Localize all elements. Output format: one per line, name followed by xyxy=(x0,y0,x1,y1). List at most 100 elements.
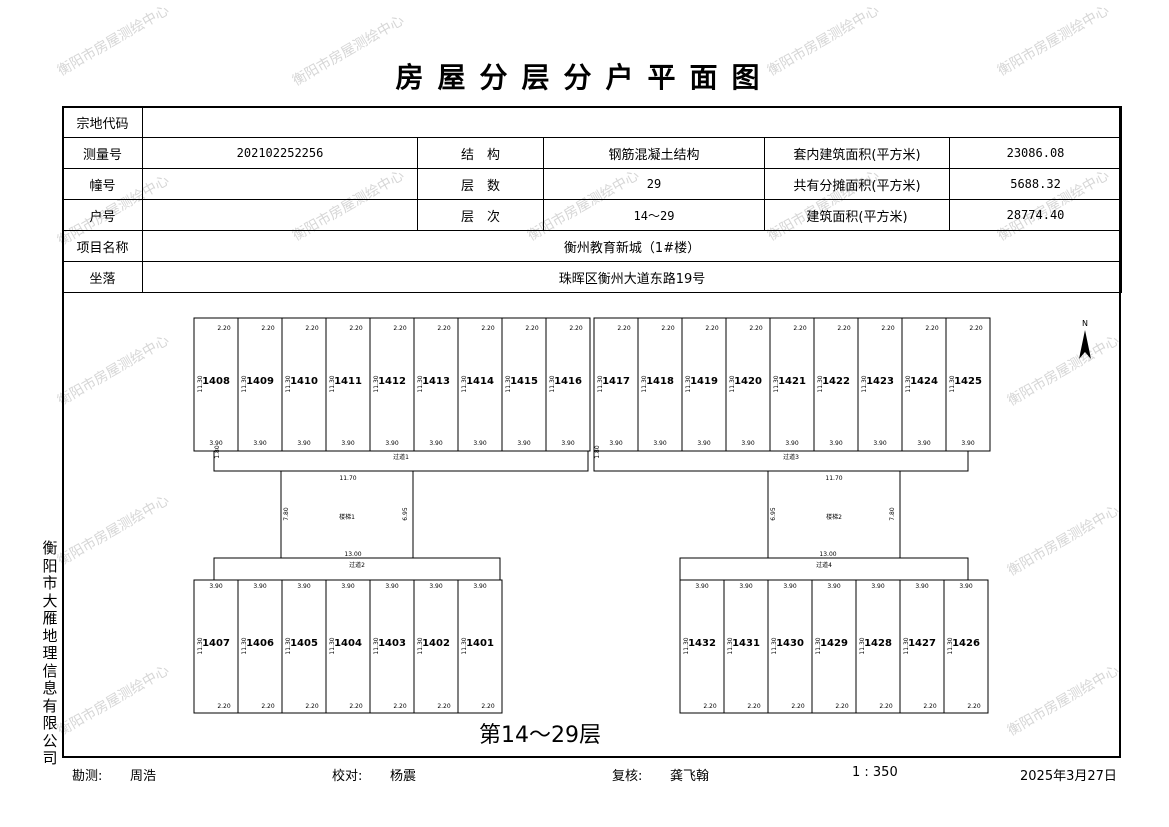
survey-no-value: 202102252256 xyxy=(142,137,418,169)
dim-label: 2.20 xyxy=(703,703,717,710)
dim-label: 2.20 xyxy=(437,325,451,332)
unit-label: 1423 xyxy=(866,376,894,387)
unit-label: 1432 xyxy=(688,638,716,649)
surveyor-name: 周浩 xyxy=(130,769,157,784)
dim-label: 3.90 xyxy=(917,440,931,447)
dim-label: 2.20 xyxy=(661,325,675,332)
dim-label: 2.20 xyxy=(525,325,539,332)
unit-label: 1412 xyxy=(378,376,406,387)
dim-label: 11.30 xyxy=(947,637,954,654)
dim-label: 3.90 xyxy=(653,440,667,447)
dim-label: 3.90 xyxy=(473,440,487,447)
unit-label: 1422 xyxy=(822,376,850,387)
dim-label: 3.90 xyxy=(961,440,975,447)
dim-label: 7.80 xyxy=(889,507,896,521)
dim-label: 3.90 xyxy=(827,583,841,590)
total-area-label: 建筑面积(平方米) xyxy=(764,199,950,231)
dim-label: 11.30 xyxy=(683,637,690,654)
dim-label: 3.90 xyxy=(429,440,443,447)
dim-label: 3.90 xyxy=(739,583,753,590)
corridor-label: 过道3 xyxy=(783,453,799,461)
unit-label: 1424 xyxy=(910,376,938,387)
location-value: 珠晖区衡州大道东路19号 xyxy=(141,261,1123,293)
dim-label: 2.20 xyxy=(747,703,761,710)
checker-label: 校对: xyxy=(332,769,363,784)
dim-label: 3.90 xyxy=(297,583,311,590)
dim-label: 11.30 xyxy=(641,375,648,392)
unit-label: 1428 xyxy=(864,638,892,649)
dim-label: 2.20 xyxy=(925,325,939,332)
dim-label: 3.90 xyxy=(873,440,887,447)
dim-label: 2.20 xyxy=(393,325,407,332)
dim-label: 2.20 xyxy=(793,325,807,332)
dim-label: 3.90 xyxy=(741,440,755,447)
dim-label: 3.90 xyxy=(253,583,267,590)
unit-outline xyxy=(943,579,989,714)
dim-label: 3.90 xyxy=(915,583,929,590)
dim-label: 2.20 xyxy=(217,325,231,332)
dim-label: 2.20 xyxy=(881,325,895,332)
corridor-label: 过道2 xyxy=(349,561,365,569)
dim-label: 7.80 xyxy=(283,507,290,521)
unit-label: 1407 xyxy=(202,638,230,649)
unit-label: 1403 xyxy=(378,638,406,649)
inner-area-label: 套内建筑面积(平方米) xyxy=(764,137,950,169)
dim-label: 3.90 xyxy=(341,583,355,590)
dim-label: 3.90 xyxy=(297,440,311,447)
dim-label: 2.20 xyxy=(481,703,495,710)
unit-label: 1429 xyxy=(820,638,848,649)
dim-label: 11.30 xyxy=(461,375,468,392)
surveyor-label: 勘测: xyxy=(72,769,103,784)
dim-label: 2.20 xyxy=(437,703,451,710)
corridor-label: 过道4 xyxy=(816,561,832,569)
dim-label: 3.90 xyxy=(783,583,797,590)
dim-label: 11.30 xyxy=(285,637,292,654)
unit-label: 1419 xyxy=(690,376,718,387)
floors-value: 29 xyxy=(543,168,765,200)
dim-label: 2.20 xyxy=(967,703,981,710)
unit-no-label: 户号 xyxy=(62,199,143,231)
dim-label: 2.20 xyxy=(393,703,407,710)
dim-label: 11.30 xyxy=(461,637,468,654)
dim-label: 11.30 xyxy=(771,637,778,654)
document-frame xyxy=(62,106,1121,758)
dim-label: 11.30 xyxy=(903,637,910,654)
unit-label: 1418 xyxy=(646,376,674,387)
dim-label: 2.20 xyxy=(837,325,851,332)
unit-label: 1430 xyxy=(776,638,804,649)
dim-label: 11.30 xyxy=(861,375,868,392)
dim-label: 3.90 xyxy=(697,440,711,447)
dim-label: 6.95 xyxy=(770,507,777,521)
dim-label: 2.20 xyxy=(617,325,631,332)
dim-label: 11.30 xyxy=(329,375,336,392)
dim-label: 3.90 xyxy=(341,440,355,447)
building-no-value xyxy=(142,168,418,200)
shared-area-label: 共有分摊面积(平方米) xyxy=(764,168,950,200)
dim-label: 11.30 xyxy=(815,637,822,654)
unit-label: 1421 xyxy=(778,376,806,387)
dim-label: 11.30 xyxy=(241,375,248,392)
floor-label: 第14～29层 xyxy=(479,723,601,748)
unit-label: 1413 xyxy=(422,376,450,387)
dim-label: 3.90 xyxy=(209,583,223,590)
unit-outline xyxy=(457,579,503,714)
dim-label: 2.20 xyxy=(705,325,719,332)
unit-label: 1414 xyxy=(466,376,494,387)
unit-label: 1411 xyxy=(334,376,362,387)
unit-label: 1426 xyxy=(952,638,980,649)
dim-label: 2.20 xyxy=(349,325,363,332)
dim-label: 11.70 xyxy=(339,475,356,482)
dim-label: 11.30 xyxy=(859,637,866,654)
dim-label: 11.30 xyxy=(597,375,604,392)
dim-label: 2.20 xyxy=(835,703,849,710)
company-name: 衡阳市大雁地理信息有限公司 xyxy=(42,539,58,767)
stair-label: 楼梯2 xyxy=(826,513,842,521)
unit-label: 1425 xyxy=(954,376,982,387)
dim-label: 3.90 xyxy=(785,440,799,447)
dim-label: 11.30 xyxy=(241,637,248,654)
dim-label: 11.30 xyxy=(197,637,204,654)
dim-label: 2.20 xyxy=(481,325,495,332)
dim-label: 3.90 xyxy=(385,440,399,447)
reviewer-label: 复核: xyxy=(612,769,643,784)
unit-label: 1410 xyxy=(290,376,318,387)
